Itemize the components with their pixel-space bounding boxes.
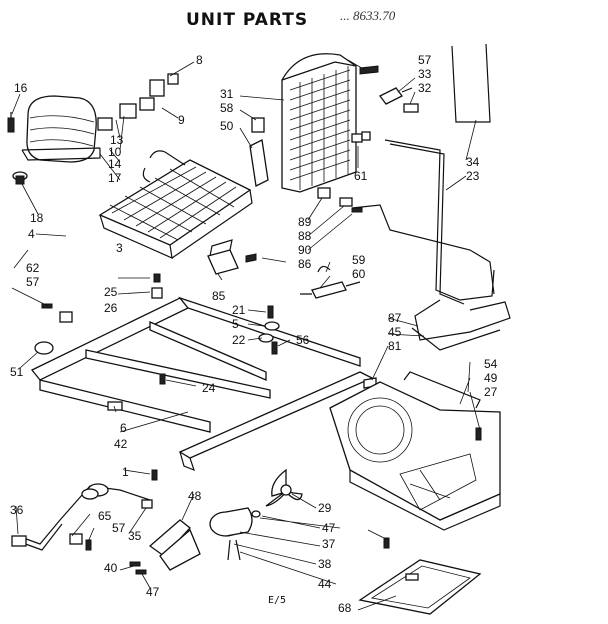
callout-47-bottom: 47 bbox=[146, 585, 160, 599]
callout-57-left: 57 bbox=[26, 275, 40, 289]
harness-36-part bbox=[11, 483, 151, 551]
callout-68: 68 bbox=[338, 601, 352, 615]
compressor-part bbox=[21, 95, 113, 163]
screws-40-47-bottom bbox=[129, 537, 390, 575]
relay-part bbox=[119, 97, 155, 119]
callout-13: 13 bbox=[110, 133, 124, 147]
drier-59-part bbox=[300, 265, 361, 299]
callout-23: 23 bbox=[466, 169, 480, 183]
callout-32: 32 bbox=[418, 81, 432, 95]
screw-86-part bbox=[245, 253, 257, 263]
grommet-51-part bbox=[34, 341, 54, 355]
callout-18: 18 bbox=[30, 211, 44, 225]
callout-58: 58 bbox=[220, 101, 234, 115]
callout-88: 88 bbox=[298, 229, 312, 243]
heater-50-part bbox=[249, 139, 269, 187]
parts-25-26 bbox=[151, 273, 163, 299]
callout-31: 31 bbox=[220, 87, 234, 101]
callout-27: 27 bbox=[484, 385, 498, 399]
fan-blade-29-part bbox=[265, 468, 303, 507]
drain-pan-part bbox=[358, 559, 482, 615]
bolt-16-part bbox=[7, 112, 15, 133]
callout-1: 1 bbox=[122, 465, 129, 479]
callout-47-right: 47 bbox=[322, 521, 336, 535]
diagram-title: UNIT PARTS bbox=[186, 10, 309, 30]
callout-57-bottom: 57 bbox=[112, 521, 126, 535]
bracket-85-part bbox=[207, 239, 239, 275]
defrost-term-33-part bbox=[379, 87, 413, 105]
callout-40: 40 bbox=[104, 561, 118, 575]
tubing-assembly-part bbox=[351, 43, 511, 351]
base-frame-part bbox=[30, 296, 361, 433]
callout-34: 34 bbox=[466, 155, 480, 169]
callout-37: 37 bbox=[322, 537, 336, 551]
callout-51: 51 bbox=[10, 365, 24, 379]
callout-48: 48 bbox=[188, 489, 202, 503]
callout-81: 81 bbox=[388, 339, 402, 353]
screw-57-top-part bbox=[359, 65, 379, 75]
callout-33: 33 bbox=[418, 67, 432, 81]
callout-56: 56 bbox=[296, 333, 310, 347]
condenser-coil-part bbox=[98, 150, 253, 259]
callout-24: 24 bbox=[202, 381, 216, 395]
callout-65: 65 bbox=[98, 509, 112, 523]
clip-32-part bbox=[403, 103, 419, 113]
page-number: E/5 bbox=[268, 595, 287, 606]
handwritten-note: ... 8633.70 bbox=[340, 8, 396, 23]
callout-62: 62 bbox=[26, 261, 40, 275]
callout-61: 61 bbox=[354, 169, 368, 183]
bracket-48-part bbox=[148, 519, 201, 571]
leader-lines bbox=[11, 59, 481, 611]
plug-8-part bbox=[149, 73, 179, 97]
washer-38-part bbox=[251, 510, 261, 518]
callout-4: 4 bbox=[28, 227, 35, 241]
callout-8: 8 bbox=[196, 53, 203, 67]
screws-1-57-bottom bbox=[69, 469, 158, 551]
callout-labels: 16 8 57 33 32 31 58 9 13 10 14 50 17 34 … bbox=[10, 53, 498, 615]
callout-57-top: 57 bbox=[418, 53, 432, 67]
rail-42-part bbox=[178, 371, 374, 472]
part-61 bbox=[351, 131, 371, 143]
callout-21: 21 bbox=[232, 303, 246, 317]
fan-motor-part bbox=[209, 507, 253, 561]
callout-38: 38 bbox=[318, 557, 332, 571]
callout-59: 59 bbox=[352, 253, 366, 267]
callout-87: 87 bbox=[388, 311, 402, 325]
callout-49: 49 bbox=[484, 371, 498, 385]
callout-85: 85 bbox=[212, 289, 226, 303]
callout-89: 89 bbox=[298, 215, 312, 229]
callout-10: 10 bbox=[108, 145, 122, 159]
screws-21-5-22-56 bbox=[159, 305, 280, 385]
callout-6: 6 bbox=[120, 421, 127, 435]
callout-50: 50 bbox=[220, 119, 234, 133]
callout-16: 16 bbox=[14, 81, 28, 95]
callout-25: 25 bbox=[104, 285, 118, 299]
callout-17: 17 bbox=[108, 171, 122, 185]
callout-22: 22 bbox=[232, 333, 246, 347]
tube-54-part bbox=[403, 371, 481, 409]
callout-36: 36 bbox=[10, 503, 24, 517]
callout-3: 3 bbox=[116, 241, 123, 255]
screw-27-part bbox=[475, 427, 482, 441]
callout-54: 54 bbox=[484, 357, 498, 371]
callout-29: 29 bbox=[318, 501, 332, 515]
fan-shroud-part bbox=[329, 381, 501, 531]
part-89-88-90 bbox=[317, 187, 363, 213]
callout-35: 35 bbox=[128, 529, 142, 543]
parts-62-57-left bbox=[41, 303, 73, 323]
callout-44: 44 bbox=[318, 577, 332, 591]
clip-58-part bbox=[251, 117, 265, 133]
callout-9: 9 bbox=[178, 113, 185, 127]
callout-42: 42 bbox=[114, 437, 128, 451]
evaporator-part bbox=[281, 53, 357, 193]
callout-26: 26 bbox=[104, 301, 118, 315]
callout-5: 5 bbox=[232, 317, 239, 331]
callout-45: 45 bbox=[388, 325, 402, 339]
callout-86: 86 bbox=[298, 257, 312, 271]
callout-60: 60 bbox=[352, 267, 366, 281]
grommet-18-part bbox=[12, 171, 28, 185]
callout-90: 90 bbox=[298, 243, 312, 257]
callout-14: 14 bbox=[108, 157, 122, 171]
